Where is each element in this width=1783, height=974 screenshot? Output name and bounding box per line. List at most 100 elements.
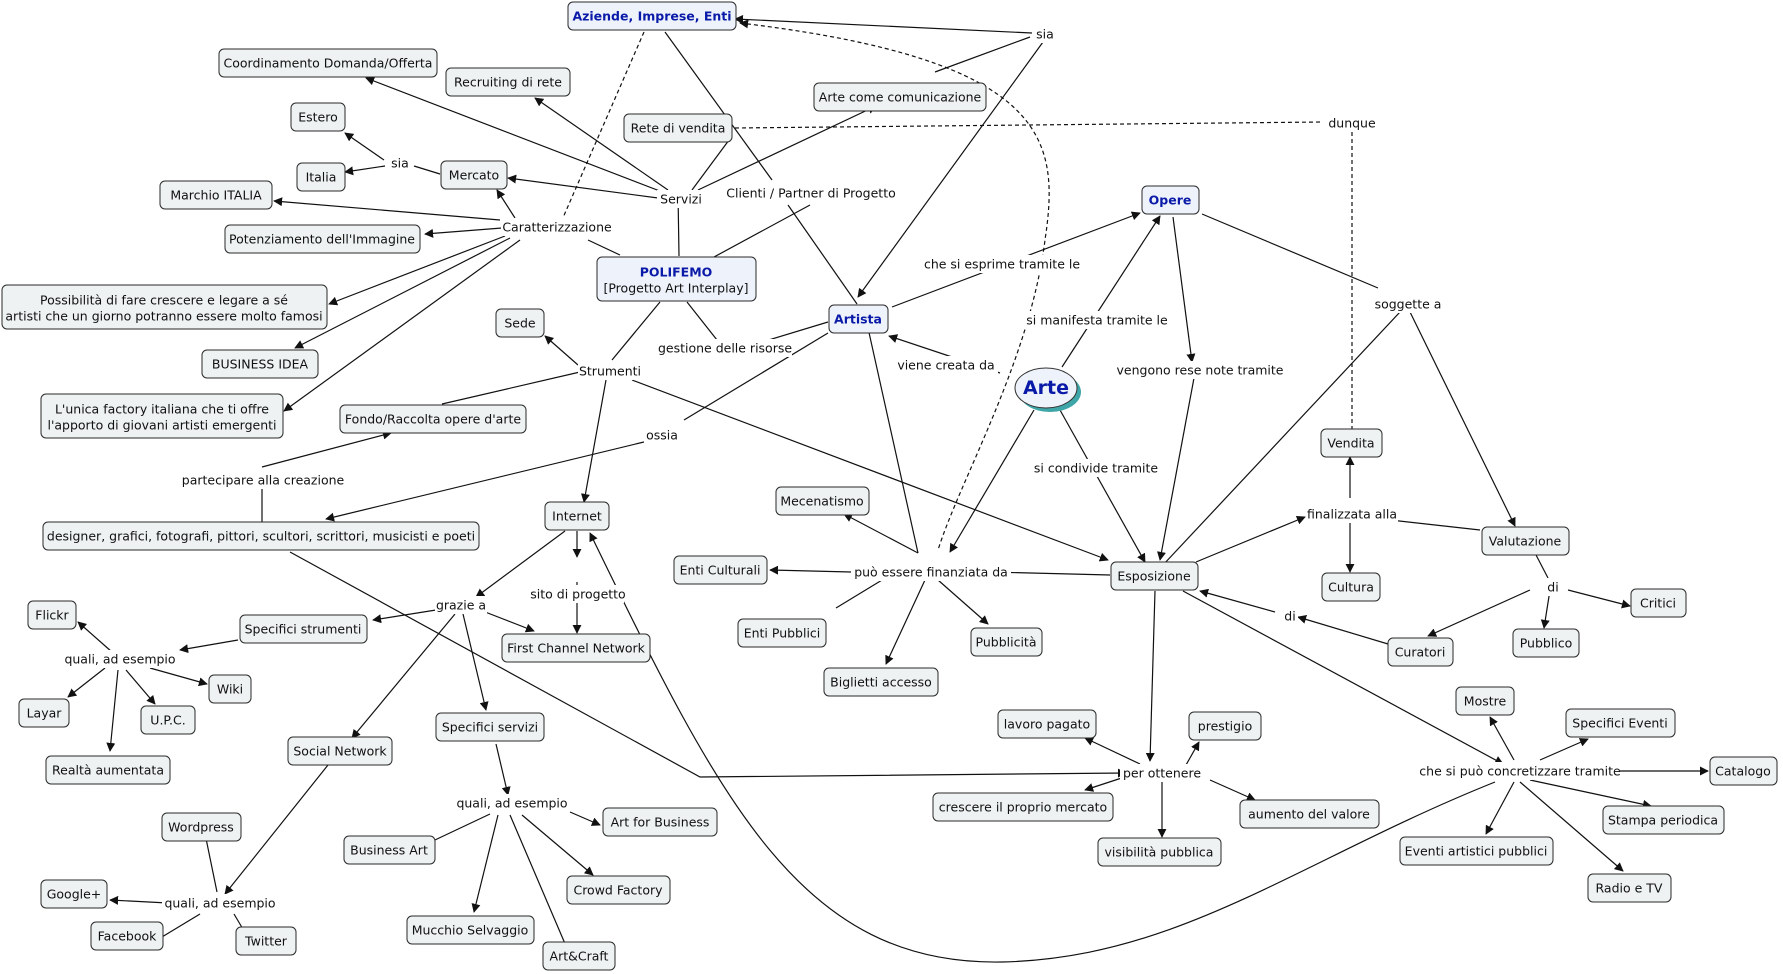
- link-dunque: dunque: [1328, 116, 1376, 131]
- link-sia-mercato: sia: [391, 156, 409, 171]
- node-pubblicita[interactable]: Pubblicità: [970, 627, 1043, 657]
- node-valutazione[interactable]: Valutazione: [1481, 526, 1570, 556]
- node-mecenatismo[interactable]: Mecenatismo: [775, 486, 870, 516]
- svg-text:BUSINESS IDEA: BUSINESS IDEA: [212, 357, 309, 372]
- node-specifici-servizi[interactable]: Specifici servizi: [435, 712, 545, 742]
- node-wiki[interactable]: Wiki: [208, 674, 252, 704]
- node-artista[interactable]: Artista: [828, 304, 889, 334]
- svg-text:Arte: Arte: [1023, 377, 1069, 399]
- svg-text:Marchio ITALIA: Marchio ITALIA: [170, 188, 262, 203]
- linking-phrases: sia dunque sia Servizi Clienti / Partner…: [62, 25, 1621, 912]
- svg-text:lavoro pagato: lavoro pagato: [1004, 717, 1090, 732]
- svg-text:L'unica factory italiana che t: L'unica factory italiana che ti offre: [55, 402, 269, 417]
- svg-text:crescere il proprio mercato: crescere il proprio mercato: [939, 800, 1107, 815]
- node-polifemo[interactable]: POLIFEMO[Progetto Art Interplay]: [596, 256, 757, 302]
- connectors: [67, 14, 1709, 963]
- node-potenziamento[interactable]: Potenziamento dell'Immagine: [224, 224, 421, 254]
- svg-text:Layar: Layar: [27, 706, 63, 721]
- svg-text:Sede: Sede: [504, 316, 536, 331]
- node-curatori[interactable]: Curatori: [1387, 637, 1454, 667]
- link-quali-social: quali, ad esempio: [164, 896, 275, 911]
- svg-text:artisti che un giorno potranno: artisti che un giorno potranno essere mo…: [5, 309, 322, 324]
- node-radio-tv[interactable]: Radio e TV: [1587, 873, 1672, 903]
- node-critici[interactable]: Critici: [1630, 588, 1687, 618]
- node-unica-factory[interactable]: L'unica factory italiana che ti offrel'a…: [40, 393, 284, 439]
- link-strumenti: Strumenti: [579, 364, 641, 379]
- node-enti-pubblici[interactable]: Enti Pubblici: [737, 618, 827, 648]
- node-esposizione[interactable]: Esposizione: [1110, 561, 1199, 591]
- node-vendita[interactable]: Vendita: [1320, 428, 1383, 458]
- node-eventi-pubblici[interactable]: Eventi artistici pubblici: [1399, 836, 1554, 866]
- svg-text:Coordinamento Domanda/Offerta: Coordinamento Domanda/Offerta: [224, 56, 433, 71]
- link-grazie-a: grazie a: [436, 598, 486, 613]
- node-first-channel[interactable]: First Channel Network: [501, 633, 651, 663]
- node-specifici-eventi[interactable]: Specifici Eventi: [1565, 708, 1676, 738]
- svg-text:Arte come comunicazione: Arte come comunicazione: [819, 90, 982, 105]
- node-crescere-mercato[interactable]: crescere il proprio mercato: [932, 792, 1114, 822]
- node-aziende[interactable]: Aziende, Imprese, Enti: [567, 1, 737, 31]
- node-recruiting[interactable]: Recruiting di rete: [445, 67, 571, 97]
- link-ossia: ossia: [646, 428, 678, 443]
- node-wordpress[interactable]: Wordpress: [161, 812, 242, 842]
- svg-text:Specifici servizi: Specifici servizi: [442, 720, 538, 735]
- svg-text:First Channel Network: First Channel Network: [507, 641, 646, 656]
- node-stampa-periodica[interactable]: Stampa periodica: [1602, 805, 1725, 835]
- svg-text:Potenziamento dell'Immagine: Potenziamento dell'Immagine: [229, 232, 415, 247]
- node-internet[interactable]: Internet: [544, 501, 610, 531]
- node-crowd-factory[interactable]: Crowd Factory: [566, 875, 671, 905]
- node-estero[interactable]: Estero: [290, 102, 346, 132]
- svg-text:Rete di vendita: Rete di vendita: [631, 121, 726, 136]
- node-mucchio-selvaggio[interactable]: Mucchio Selvaggio: [406, 915, 535, 945]
- svg-text:Aziende, Imprese, Enti: Aziende, Imprese, Enti: [572, 9, 731, 24]
- node-opere[interactable]: Opere: [1141, 185, 1200, 215]
- node-art-for-business[interactable]: Art for Business: [602, 807, 718, 837]
- node-lavoro-pagato[interactable]: lavoro pagato: [997, 709, 1097, 739]
- svg-text:Eventi artistici pubblici: Eventi artistici pubblici: [1405, 844, 1548, 859]
- node-catalogo[interactable]: Catalogo: [1709, 756, 1778, 786]
- node-layar[interactable]: Layar: [18, 698, 70, 728]
- node-fondo[interactable]: Fondo/Raccolta opere d'arte: [339, 404, 527, 434]
- node-sede[interactable]: Sede: [495, 308, 545, 338]
- link-quali-strumenti: quali, ad esempio: [64, 652, 175, 667]
- node-business-art[interactable]: Business Art: [343, 835, 436, 865]
- node-twitter[interactable]: Twitter: [235, 926, 297, 956]
- node-google-plus[interactable]: Google+: [40, 879, 108, 909]
- svg-text:Stampa periodica: Stampa periodica: [1608, 813, 1718, 828]
- node-pubblico[interactable]: Pubblico: [1512, 628, 1580, 658]
- node-upc[interactable]: U.P.C.: [140, 705, 196, 735]
- node-italia[interactable]: Italia: [296, 162, 346, 192]
- svg-text:prestigio: prestigio: [1198, 719, 1252, 734]
- node-specifici-strumenti[interactable]: Specifici strumenti: [239, 614, 368, 644]
- svg-text:Radio e TV: Radio e TV: [1596, 881, 1663, 896]
- svg-text:Internet: Internet: [552, 509, 602, 524]
- node-biglietti[interactable]: Biglietti accesso: [823, 667, 939, 697]
- node-prestigio[interactable]: prestigio: [1188, 711, 1262, 741]
- svg-text:Mostre: Mostre: [1464, 694, 1507, 709]
- node-cultura[interactable]: Cultura: [1321, 572, 1381, 602]
- node-coordinamento[interactable]: Coordinamento Domanda/Offerta: [218, 48, 438, 78]
- node-flickr[interactable]: Flickr: [27, 600, 77, 630]
- link-quali-servizi: quali, ad esempio: [456, 796, 567, 811]
- node-enti-culturali[interactable]: Enti Culturali: [673, 555, 768, 585]
- node-social-network[interactable]: Social Network: [287, 736, 393, 766]
- node-facebook[interactable]: Facebook: [90, 921, 164, 951]
- node-possibilita[interactable]: Possibilità di fare crescere e legare a …: [1, 284, 328, 330]
- link-si-condivide: si condivide tramite: [1034, 461, 1159, 476]
- node-realta-aumentata[interactable]: Realtà aumentata: [45, 755, 171, 785]
- node-visibilita-pubblica[interactable]: visibilità pubblica: [1097, 837, 1222, 867]
- node-business-idea[interactable]: BUSINESS IDEA: [201, 349, 319, 379]
- node-designer[interactable]: designer, grafici, fotografi, pittori, s…: [42, 521, 480, 551]
- link-che-si-puo: che si può concretizzare tramite: [1419, 764, 1621, 779]
- node-rete-vendita[interactable]: Rete di vendita: [623, 113, 733, 143]
- node-aumento-valore[interactable]: aumento del valore: [1239, 799, 1380, 829]
- node-marchio[interactable]: Marchio ITALIA: [159, 180, 273, 210]
- link-partecipare: partecipare alla creazione: [182, 473, 345, 488]
- node-arte[interactable]: Arte: [1014, 367, 1081, 412]
- link-finalizzata: finalizzata alla: [1307, 507, 1397, 522]
- node-mostre[interactable]: Mostre: [1455, 686, 1515, 716]
- node-art-craft[interactable]: Art&Craft: [542, 941, 616, 971]
- node-mercato[interactable]: Mercato: [440, 160, 508, 190]
- node-arte-comunicazione[interactable]: Arte come comunicazione: [813, 82, 987, 112]
